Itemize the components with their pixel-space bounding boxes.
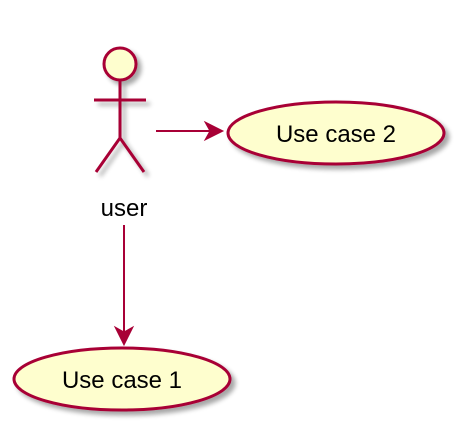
use-case-2-ellipse (226, 100, 446, 166)
arrow-user-to-use-case-2 (156, 120, 225, 142)
actor-leg-right (118, 137, 146, 173)
arrow-user-to-use-case-1 (113, 225, 135, 347)
actor-leg-left (94, 137, 122, 173)
use-case-2[interactable]: Use case 2 (226, 100, 446, 166)
use-case-2-label: Use case 2 (276, 121, 396, 148)
actor-label: user (101, 195, 148, 222)
use-case-1-ellipse (12, 346, 232, 412)
actor-user[interactable] (94, 46, 146, 173)
use-case-1[interactable]: Use case 1 (12, 346, 232, 412)
actor-head (102, 46, 138, 82)
use-case-1-label: Use case 1 (62, 367, 182, 394)
